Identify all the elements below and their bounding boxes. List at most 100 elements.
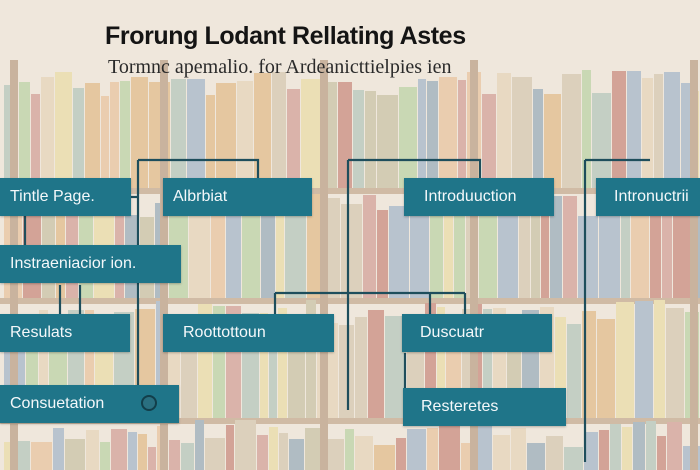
book-spine — [211, 192, 225, 298]
book-spine — [479, 202, 497, 298]
book-spine — [544, 94, 561, 188]
shelf-upright — [320, 60, 328, 470]
book-spine — [100, 442, 110, 470]
book-spine — [681, 83, 690, 188]
node-albrbiat: Albrbiat — [163, 178, 312, 216]
book-spine — [631, 206, 649, 298]
book-spine — [635, 301, 653, 418]
page-subtitle: Tormnc apemalio. for Ardeanicttielpies i… — [108, 56, 452, 78]
book-spine — [511, 428, 526, 470]
book-spine — [437, 307, 445, 418]
book-spine — [622, 427, 632, 470]
book-spine — [584, 432, 598, 470]
book-spine — [169, 440, 180, 470]
book-spine — [673, 209, 692, 298]
book-spine — [396, 438, 406, 470]
book-spine — [355, 317, 367, 418]
page-title: Frorung Lodant Rellating Astes — [105, 22, 466, 50]
book-spine — [407, 429, 426, 470]
book-spine — [189, 207, 210, 298]
book-spine — [327, 439, 344, 470]
node-ring-marker — [141, 395, 157, 411]
book-spine — [385, 316, 406, 418]
shelf-plank — [0, 418, 700, 424]
book-spine — [546, 436, 563, 470]
book-spine — [578, 216, 598, 298]
book-spine — [353, 90, 364, 188]
book-spine — [301, 79, 322, 188]
book-spine — [564, 447, 583, 470]
node-title-page: Tintle Page. — [0, 178, 131, 216]
book-spine — [19, 82, 30, 188]
node-results: Resulats — [0, 314, 130, 352]
book-spine — [555, 317, 566, 418]
book-spine — [427, 81, 438, 188]
book-spine — [269, 317, 277, 418]
book-spine — [306, 300, 316, 418]
book-spine — [430, 215, 443, 298]
book-spine — [226, 208, 241, 298]
book-spine — [276, 200, 284, 298]
book-spine — [110, 82, 119, 188]
book-spine — [101, 96, 109, 188]
book-spine — [345, 429, 354, 470]
book-spine — [257, 435, 268, 470]
book-spine — [646, 421, 656, 470]
book-spine — [111, 429, 127, 470]
book-spine — [181, 443, 194, 470]
book-spine — [4, 442, 12, 470]
book-spine — [664, 72, 680, 188]
book-spine — [148, 447, 156, 470]
book-spine — [261, 214, 275, 298]
book-spine — [285, 208, 306, 298]
book-spine — [599, 212, 620, 298]
book-spine — [365, 91, 376, 188]
book-spine — [31, 94, 40, 188]
book-spine — [325, 198, 340, 298]
book-spine — [462, 309, 471, 418]
book-spine — [657, 436, 666, 470]
shelf-upright — [470, 60, 478, 470]
book-spine — [427, 428, 438, 470]
node-introduction: Introduuction — [404, 178, 554, 216]
book-spine — [377, 95, 398, 188]
book-spine — [279, 433, 288, 470]
connector-mid-top — [348, 158, 482, 178]
book-spine — [65, 439, 85, 470]
book-spine — [642, 78, 653, 188]
book-spine — [206, 95, 215, 188]
book-spine — [287, 89, 300, 188]
book-spine — [650, 199, 661, 298]
book-spine — [128, 432, 137, 470]
book-spine — [85, 310, 94, 418]
book-spine — [205, 438, 225, 470]
book-spine — [567, 324, 581, 418]
shelf-upright — [690, 60, 698, 470]
book-spine — [562, 74, 581, 188]
book-spine — [278, 308, 287, 418]
book-spine — [195, 420, 204, 470]
book-spine — [425, 303, 436, 418]
book-spine — [563, 196, 577, 298]
book-spine — [374, 445, 395, 470]
book-spine — [662, 215, 672, 298]
book-spine — [216, 83, 236, 188]
book-spine — [389, 206, 409, 298]
book-spine — [368, 310, 384, 418]
book-spine — [339, 325, 354, 418]
book-spine — [654, 300, 665, 418]
book-spine — [621, 195, 630, 298]
book-spine — [86, 430, 99, 470]
book-spine — [612, 71, 626, 188]
shelf-plank — [0, 188, 700, 194]
book-spine — [667, 422, 682, 470]
book-spine — [235, 420, 256, 470]
book-spine — [55, 72, 72, 188]
book-spine — [355, 436, 373, 470]
node-introductri: Intronuctrii — [596, 178, 700, 216]
book-spine — [519, 200, 530, 298]
book-spine — [527, 443, 545, 470]
book-spine — [454, 201, 465, 298]
book-spine — [482, 94, 496, 188]
book-spine — [237, 81, 253, 188]
